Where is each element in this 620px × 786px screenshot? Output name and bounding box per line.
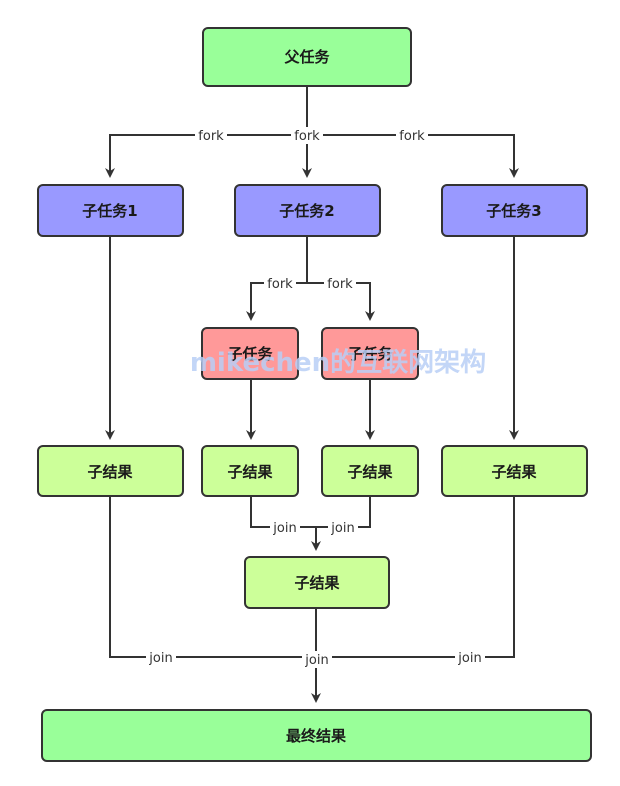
edge-res3-to-final <box>316 496 515 658</box>
node-subtask-2b: 子任务 <box>321 327 419 380</box>
node-subtask-3-label: 子任务3 <box>486 202 541 220</box>
node-subtask-3: 子任务3 <box>441 184 588 237</box>
node-result-2a-label: 子结果 <box>227 463 273 481</box>
node-subtask-2-label: 子任务2 <box>279 202 334 220</box>
node-parent-task: 父任务 <box>202 27 412 87</box>
node-parent-task-label: 父任务 <box>283 48 330 66</box>
watermark: mikechen的互联网架构 <box>190 347 486 378</box>
node-subtask-2a: 子任务 <box>201 327 299 380</box>
node-result-2a: 子结果 <box>201 445 299 497</box>
node-final-result-label: 最终结果 <box>286 727 347 745</box>
label-join-sub-right: join <box>330 521 354 536</box>
label-join-sub-left: join <box>272 521 296 536</box>
node-subtask-1: 子任务1 <box>37 184 184 237</box>
edge-parent-to-sub3 <box>307 134 519 178</box>
node-result-2: 子结果 <box>244 556 390 609</box>
edge-labels: fork fork fork fork fork join join join … <box>146 127 485 668</box>
label-join-left: join <box>148 651 172 666</box>
node-final-result: 最终结果 <box>41 709 592 762</box>
node-subtask-2b-label: 子任务 <box>347 345 393 363</box>
node-result-3-label: 子结果 <box>491 463 537 481</box>
edge-res1-to-final <box>109 496 316 658</box>
node-subtask-2: 子任务2 <box>234 184 381 237</box>
node-subtask-2a-label: 子任务 <box>227 345 273 363</box>
node-result-3: 子结果 <box>441 445 588 497</box>
label-fork-mid: fork <box>294 129 320 144</box>
node-result-1: 子结果 <box>37 445 184 497</box>
nodes: 父任务 子任务1 子任务2 子任务3 子任务 子任务 子结果 子结果 <box>37 27 592 762</box>
node-result-2b: 子结果 <box>321 445 419 497</box>
label-fork-left: fork <box>198 129 224 144</box>
label-join-right: join <box>457 651 481 666</box>
label-fork-sub-right: fork <box>327 277 353 292</box>
node-subtask-1-label: 子任务1 <box>82 202 137 220</box>
node-result-2b-label: 子结果 <box>347 463 393 481</box>
label-fork-right: fork <box>399 129 425 144</box>
label-join-mid: join <box>304 653 328 668</box>
label-fork-sub-left: fork <box>267 277 293 292</box>
node-result-2-label: 子结果 <box>294 574 340 592</box>
node-result-1-label: 子结果 <box>87 463 133 481</box>
